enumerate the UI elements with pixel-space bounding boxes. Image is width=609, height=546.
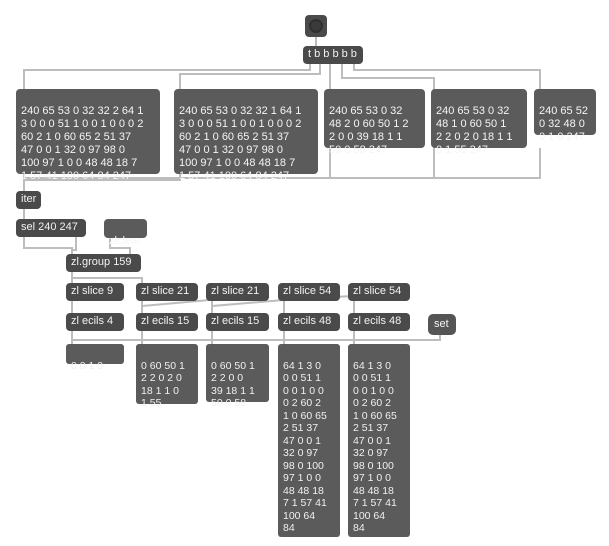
message-box-4[interactable]: 240 65 53 0 32 48 1 0 60 50 1 2 2 0 2 0 … [431, 89, 527, 156]
zl-slice-label: zl slice 9 [71, 285, 114, 297]
message-box-1[interactable]: 240 65 53 0 32 32 2 64 1 3 0 0 0 51 1 0 … [16, 89, 160, 182]
set-label: set [434, 318, 449, 330]
zl-slice-label: zl slice 21 [211, 285, 260, 297]
message-box-text: 240 65 52 0 32 48 0 0 1 0 247 [539, 105, 588, 143]
message-box-2[interactable]: 240 65 53 0 32 32 1 64 1 3 0 0 0 51 1 0 … [174, 89, 318, 182]
zl-slice-object[interactable]: zl slice 54 [348, 283, 410, 301]
zl-ecils-object[interactable]: zl ecils 48 [278, 313, 340, 331]
zl-ecils-label: zl ecils 4 [71, 315, 114, 327]
output-message-4[interactable]: 64 1 3 0 0 0 51 1 0 0 1 0 0 0 2 60 2 1 0… [278, 344, 340, 537]
output-message-5[interactable]: 64 1 3 0 0 0 51 1 0 0 1 0 0 0 2 60 2 1 0… [348, 344, 410, 537]
zl-ecils-object[interactable]: zl ecils 15 [206, 313, 269, 331]
message-box-5[interactable]: 240 65 52 0 32 48 0 0 1 0 247 [534, 89, 596, 143]
zl-slice-object[interactable]: zl slice 54 [278, 283, 340, 301]
message-box-3[interactable]: 240 65 53 0 32 48 2 0 60 50 1 2 2 0 0 39… [324, 89, 425, 156]
zl-ecils-label: zl ecils 48 [353, 315, 402, 327]
zl-ecils-label: zl ecils 15 [211, 315, 260, 327]
zl-slice-object[interactable]: zl slice 21 [136, 283, 198, 301]
sel-label: sel 240 247 [21, 221, 78, 233]
zl-slice-object[interactable]: zl slice 9 [66, 283, 124, 301]
zl-group-object[interactable]: zl.group 159 [66, 254, 141, 272]
output-text: 0 60 50 1 2 2 0 0 39 18 1 1 50 0 58 [211, 359, 255, 410]
zlclear-label: zlclear [109, 235, 141, 247]
message-box-text: 240 65 53 0 32 32 1 64 1 3 0 0 0 51 1 0 … [179, 105, 302, 182]
set-message[interactable]: set [428, 314, 456, 335]
zl-ecils-object[interactable]: zl ecils 48 [348, 313, 410, 331]
zl-slice-label: zl slice 21 [141, 285, 190, 297]
zl-group-label: zl.group 159 [71, 256, 132, 268]
iter-object[interactable]: iter [16, 191, 41, 209]
zl-slice-label: zl slice 54 [283, 285, 332, 297]
zlclear-message[interactable]: zlclear [104, 219, 147, 247]
sel-object[interactable]: sel 240 247 [16, 219, 86, 237]
output-message-1[interactable]: 0 0 1 0 [66, 344, 124, 372]
zl-slice-object[interactable]: zl slice 21 [206, 283, 269, 301]
output-text: 64 1 3 0 0 0 51 1 0 0 1 0 0 0 2 60 2 1 0… [283, 359, 327, 535]
zl-ecils-object[interactable]: zl ecils 4 [66, 313, 124, 331]
output-message-3[interactable]: 0 60 50 1 2 2 0 0 39 18 1 1 50 0 58 [206, 344, 269, 409]
zl-ecils-label: zl ecils 48 [283, 315, 332, 327]
message-box-text: 240 65 53 0 32 48 1 0 60 50 1 2 2 0 2 0 … [436, 105, 513, 156]
trigger-object[interactable]: t b b b b b [303, 46, 363, 64]
bang-button-icon [309, 19, 323, 33]
zl-slice-label: zl slice 54 [353, 285, 402, 297]
zl-ecils-label: zl ecils 15 [141, 315, 190, 327]
output-message-2[interactable]: 0 60 50 1 2 2 0 2 0 18 1 1 0 1 55 [136, 344, 198, 409]
output-text: 0 0 1 0 [71, 359, 104, 372]
output-text: 0 60 50 1 2 2 0 2 0 18 1 1 0 1 55 [141, 359, 185, 410]
zl-ecils-object[interactable]: zl ecils 15 [136, 313, 198, 331]
iter-label: iter [21, 193, 37, 205]
message-box-text: 240 65 53 0 32 48 2 0 60 50 1 2 2 0 0 39… [329, 105, 409, 156]
output-text: 64 1 3 0 0 0 51 1 0 0 1 0 0 0 2 60 2 1 0… [353, 359, 397, 535]
bang-button[interactable] [305, 15, 327, 37]
message-box-text: 240 65 53 0 32 32 2 64 1 3 0 0 0 51 1 0 … [21, 105, 144, 182]
trigger-label: t b b b b b [308, 48, 357, 60]
